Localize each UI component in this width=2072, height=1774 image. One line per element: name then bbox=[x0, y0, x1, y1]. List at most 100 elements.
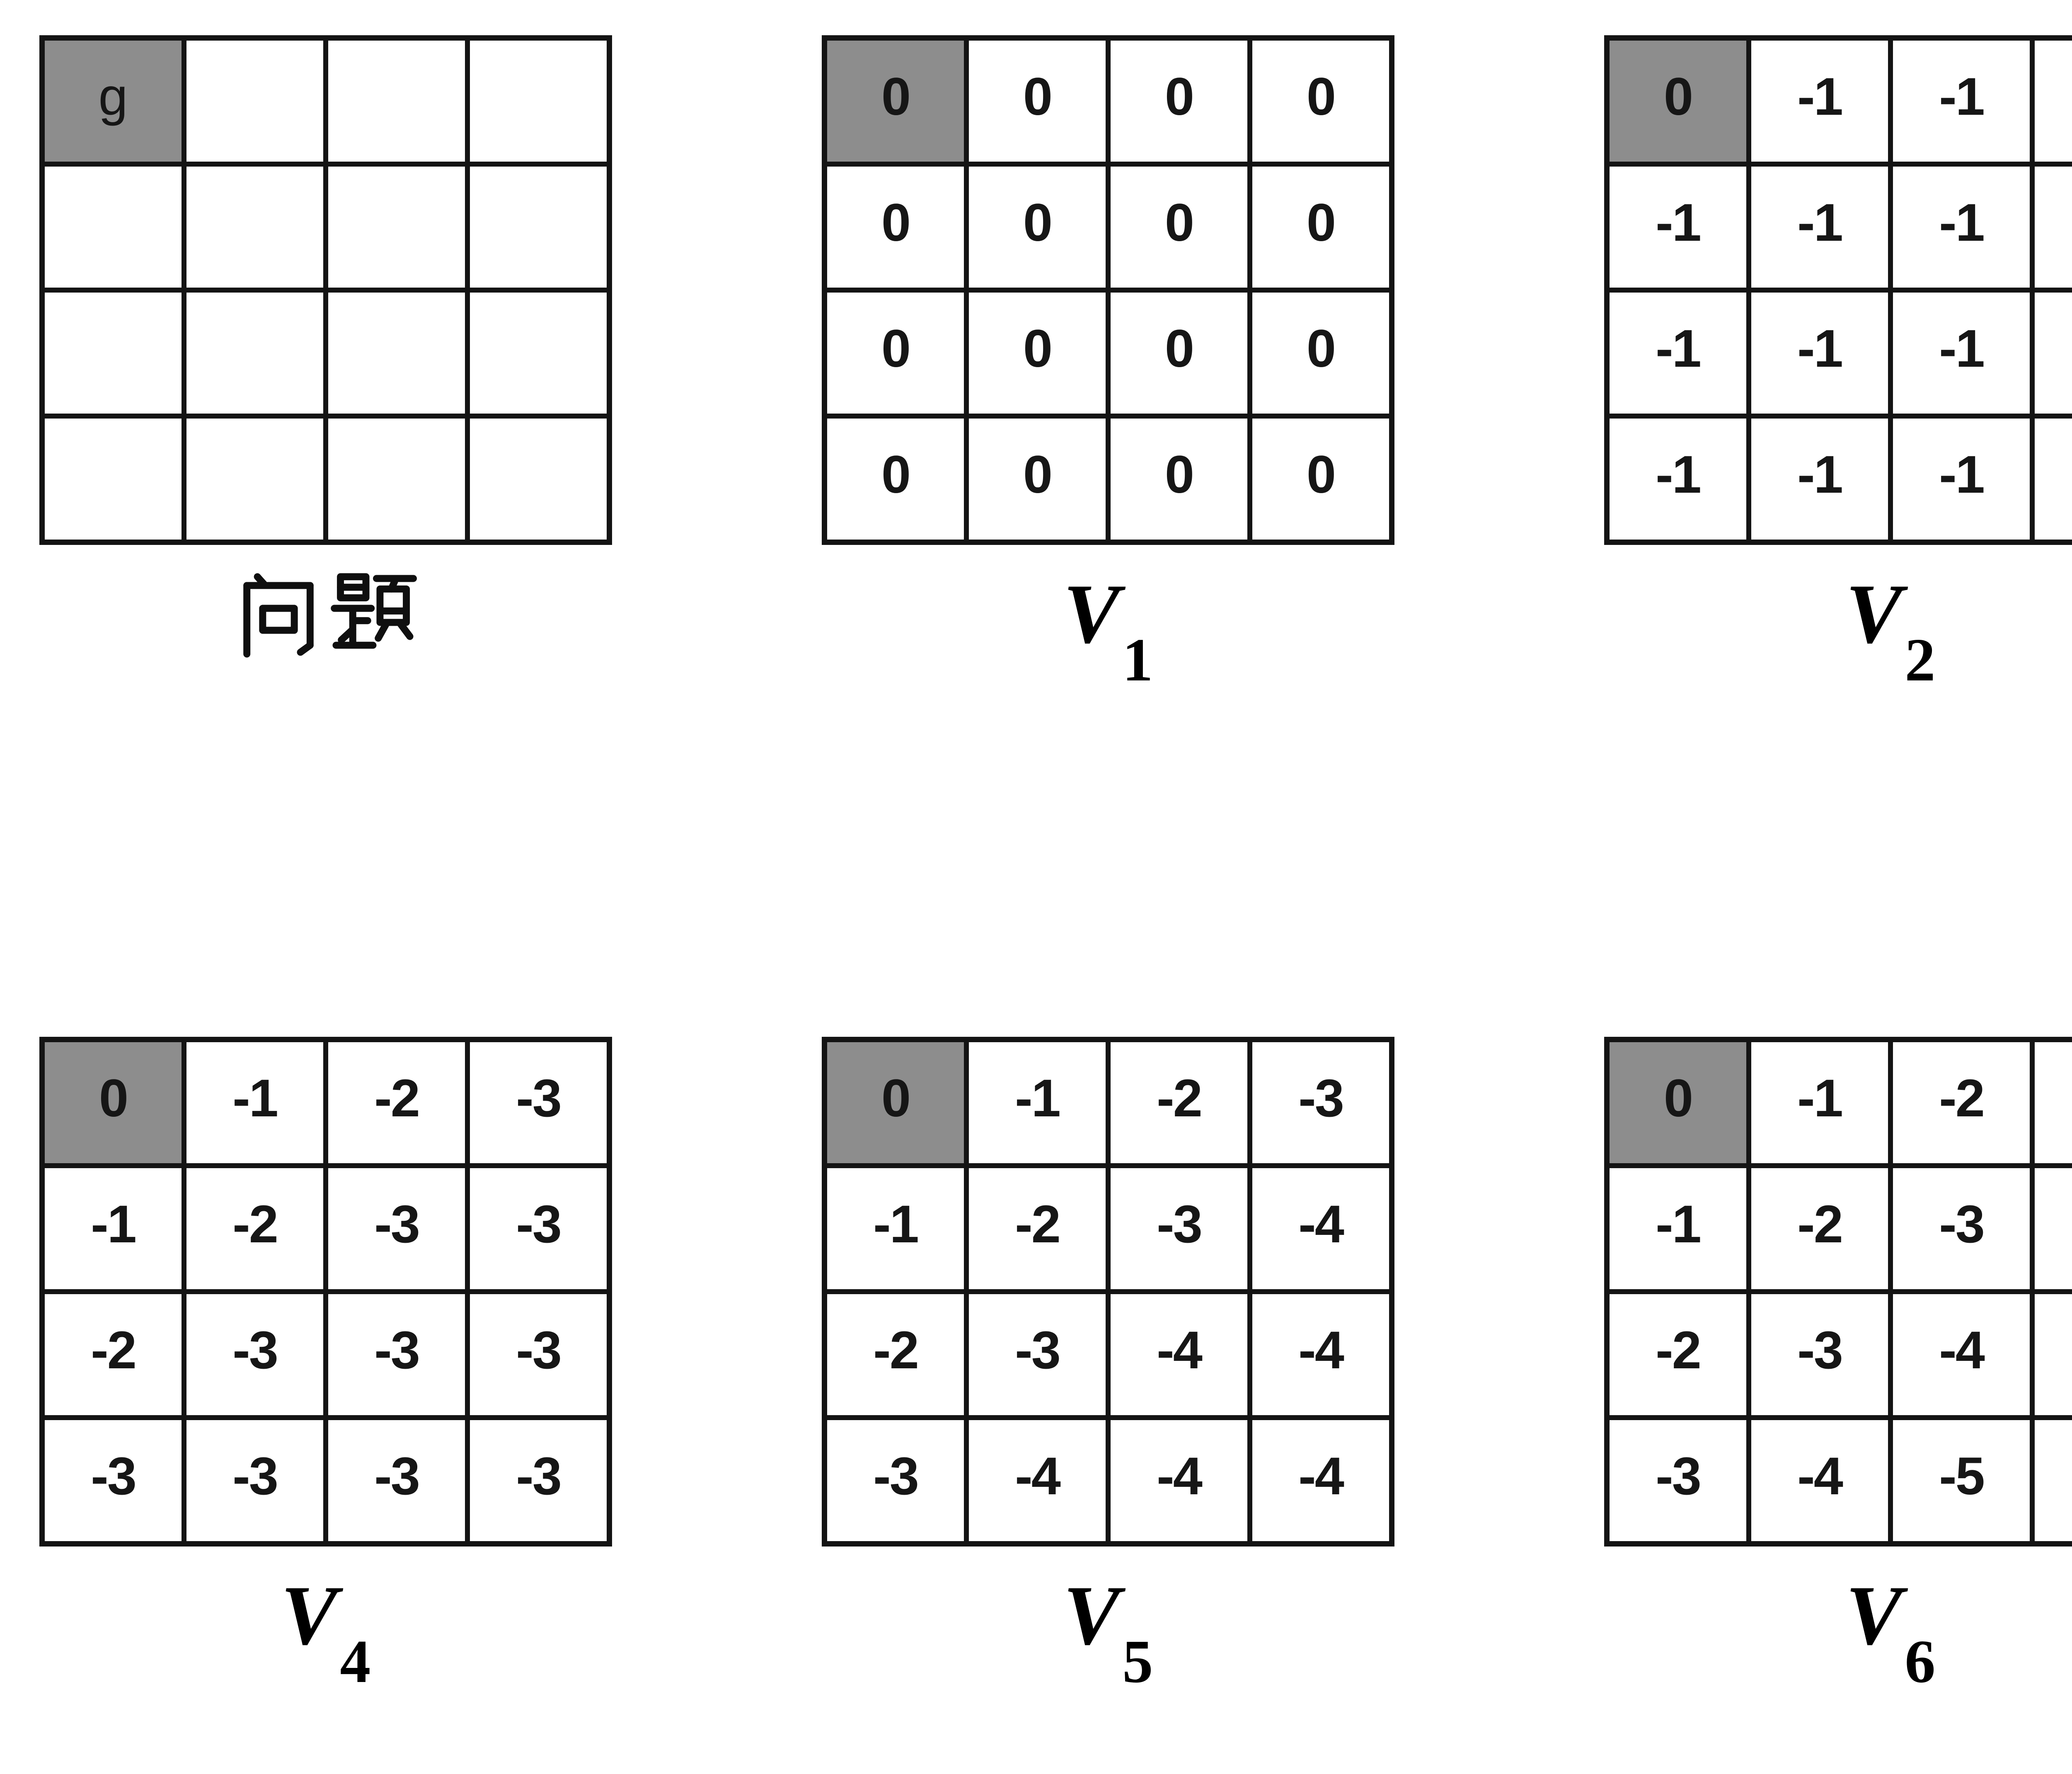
cell-V1-r4c3: 0 bbox=[1108, 416, 1250, 542]
cell-problem-r3c2 bbox=[184, 290, 326, 416]
cell-V1-r2c2: 0 bbox=[966, 164, 1108, 290]
cell-V6-r2c3: -3 bbox=[1890, 1166, 2032, 1292]
cell-value: -1 bbox=[1797, 67, 1843, 126]
cell-V5-r4c1: -3 bbox=[825, 1418, 966, 1544]
cell-problem-r2c1 bbox=[42, 164, 184, 290]
cell-V6-r4c4: -5 bbox=[2032, 1418, 2072, 1544]
cell-value: -2 bbox=[1939, 1069, 1985, 1128]
cell-problem-r2c2 bbox=[184, 164, 326, 290]
value-function-symbol: V bbox=[1845, 1568, 1903, 1663]
cell-value: 0 bbox=[1306, 319, 1336, 378]
cell-V4-r2c3: -3 bbox=[326, 1166, 467, 1292]
grid-V2: 0-1-1-1-1-1-1-1-1-1-1-1-1-1-1-1 bbox=[1604, 35, 2072, 545]
cell-V2-r2c3: -1 bbox=[1890, 164, 2032, 290]
cell-V5-r3c3: -4 bbox=[1108, 1292, 1250, 1418]
grid-problem: g bbox=[39, 35, 612, 545]
cell-value: -1 bbox=[1939, 67, 1985, 126]
goal-cell-value: 0 bbox=[1663, 1069, 1693, 1128]
cell-V5-r4c4: -4 bbox=[1250, 1418, 1392, 1544]
cell-V1-r3c4: 0 bbox=[1250, 290, 1392, 416]
goal-cell-value: 0 bbox=[881, 1069, 911, 1128]
cell-V5-r2c2: -2 bbox=[966, 1166, 1108, 1292]
cell-V2-r1c1: 0 bbox=[1607, 38, 1749, 164]
value-function-label: V6 bbox=[1846, 1573, 1936, 1692]
cell-value: -1 bbox=[1797, 319, 1843, 378]
cell-problem-r4c3 bbox=[326, 416, 467, 542]
cell-V2-r4c4: -1 bbox=[2032, 416, 2072, 542]
panel-label-V5: V5 bbox=[1063, 1573, 1153, 1692]
cell-value: -1 bbox=[1939, 445, 1985, 504]
cell-problem-r3c1 bbox=[42, 290, 184, 416]
cell-value: -1 bbox=[1797, 193, 1843, 252]
goal-cell-value: 0 bbox=[99, 1069, 128, 1128]
cell-V5-r3c4: -4 bbox=[1250, 1292, 1392, 1418]
panel-label-problem bbox=[235, 571, 417, 669]
cell-V6-r1c1: 0 bbox=[1607, 1040, 1749, 1166]
cell-value: 0 bbox=[1306, 193, 1336, 252]
cell-V6-r4c3: -5 bbox=[1890, 1418, 2032, 1544]
cell-V4-r3c4: -3 bbox=[467, 1292, 609, 1418]
cell-value: -3 bbox=[232, 1447, 278, 1506]
problem-label bbox=[235, 571, 417, 659]
value-function-iteration-index: 4 bbox=[340, 1628, 371, 1696]
cell-value: 0 bbox=[1306, 67, 1336, 126]
cell-value: -2 bbox=[1797, 1195, 1843, 1254]
value-function-iteration-index: 5 bbox=[1122, 1628, 1153, 1696]
cell-V1-r3c2: 0 bbox=[966, 290, 1108, 416]
cell-value: -1 bbox=[232, 1069, 278, 1128]
cell-value: -3 bbox=[1797, 1321, 1843, 1380]
cell-V5-r1c2: -1 bbox=[966, 1040, 1108, 1166]
cell-problem-r1c2 bbox=[184, 38, 326, 164]
cell-V2-r2c2: -1 bbox=[1749, 164, 1890, 290]
cell-V1-r3c3: 0 bbox=[1108, 290, 1250, 416]
cell-V6-r3c2: -3 bbox=[1749, 1292, 1890, 1418]
cell-V5-r1c3: -2 bbox=[1108, 1040, 1250, 1166]
cell-value: -4 bbox=[1298, 1321, 1344, 1380]
cell-V5-r2c4: -4 bbox=[1250, 1166, 1392, 1292]
cell-value: -3 bbox=[374, 1195, 420, 1254]
cell-V2-r1c3: -1 bbox=[1890, 38, 2032, 164]
cell-V6-r2c4: -4 bbox=[2032, 1166, 2072, 1292]
cell-value: -2 bbox=[232, 1195, 278, 1254]
cell-V4-r4c1: -3 bbox=[42, 1418, 184, 1544]
cell-V6-r3c4: -5 bbox=[2032, 1292, 2072, 1418]
figure-row-top: g bbox=[39, 35, 2072, 691]
cell-V1-r4c1: 0 bbox=[825, 416, 966, 542]
panel-V6: 0-1-2-3-1-2-3-4-2-3-4-5-3-4-5-5V6 bbox=[1604, 1037, 2072, 1692]
value-function-iteration-index: 2 bbox=[1905, 626, 1936, 694]
cell-V6-r4c2: -4 bbox=[1749, 1418, 1890, 1544]
cell-value: 0 bbox=[1023, 319, 1053, 378]
cell-V4-r3c1: -2 bbox=[42, 1292, 184, 1418]
cell-value: -1 bbox=[1797, 1069, 1843, 1128]
panel-label-V1: V1 bbox=[1063, 571, 1153, 691]
cell-value: -1 bbox=[1939, 193, 1985, 252]
goal-cell-value: 0 bbox=[1663, 67, 1693, 126]
cell-V4-r1c3: -2 bbox=[326, 1040, 467, 1166]
value-function-label: V4 bbox=[281, 1573, 371, 1692]
cell-value: -3 bbox=[873, 1447, 919, 1506]
cell-V6-r1c4: -3 bbox=[2032, 1040, 2072, 1166]
cell-V5-r3c2: -3 bbox=[966, 1292, 1108, 1418]
cell-V1-r3c1: 0 bbox=[825, 290, 966, 416]
cell-value: 0 bbox=[1164, 445, 1194, 504]
cell-value: -1 bbox=[1656, 193, 1702, 252]
cell-V2-r1c2: -1 bbox=[1749, 38, 1890, 164]
cell-V5-r3c1: -2 bbox=[825, 1292, 966, 1418]
cell-V4-r4c3: -3 bbox=[326, 1418, 467, 1544]
cell-value: -2 bbox=[374, 1069, 420, 1128]
cell-V4-r3c2: -3 bbox=[184, 1292, 326, 1418]
cell-V4-r3c3: -3 bbox=[326, 1292, 467, 1418]
cell-problem-r4c2 bbox=[184, 416, 326, 542]
cell-value: -1 bbox=[873, 1195, 919, 1254]
cell-V1-r4c4: 0 bbox=[1250, 416, 1392, 542]
cell-value: 0 bbox=[1306, 445, 1336, 504]
cell-value: -3 bbox=[1298, 1069, 1344, 1128]
cell-value: -1 bbox=[1656, 1195, 1702, 1254]
value-function-label: V2 bbox=[1846, 571, 1936, 691]
cell-V2-r4c2: -1 bbox=[1749, 416, 1890, 542]
cell-value: -4 bbox=[1157, 1447, 1203, 1506]
cell-V2-r3c1: -1 bbox=[1607, 290, 1749, 416]
